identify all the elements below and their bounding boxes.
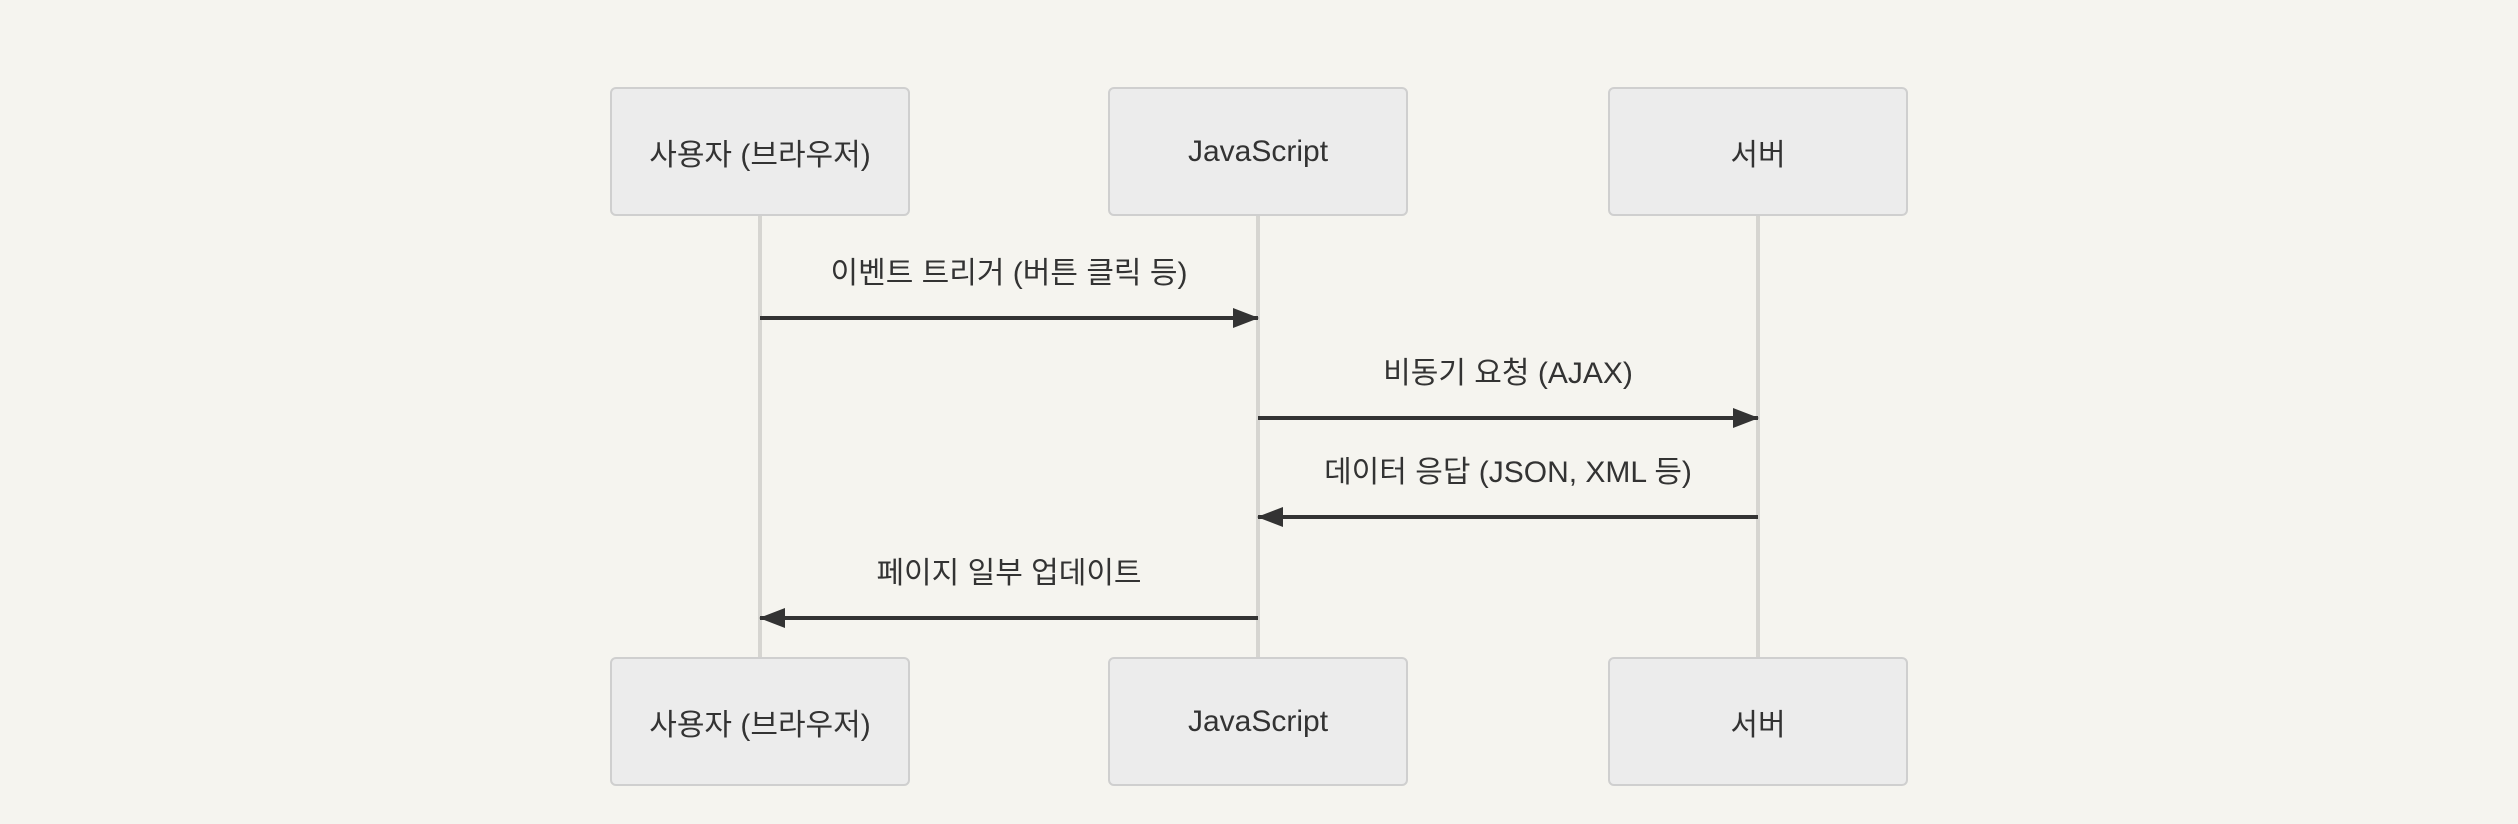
lifeline-user [758,215,762,658]
actor-box-javascript-bottom: JavaScript [1108,657,1408,786]
lifeline-javascript [1256,215,1260,658]
actor-label-user-bottom: 사용자 (브라우저) [649,708,871,742]
actor-label-javascript-top: JavaScript [1187,134,1329,168]
actor-label-javascript-bottom: JavaScript [1187,704,1329,738]
message-data-response: 데이터 응답 (JSON, XML 등) [1257,447,1758,527]
actor-label-server-top: 서버 [1730,138,1786,172]
message-label: 이벤트 트리거 (버튼 클릭 등) [830,257,1188,290]
actor-box-user-top: 사용자 (브라우저) [610,87,910,216]
arrowhead-right-icon [1733,408,1759,428]
arrowhead-left-icon [1257,507,1283,527]
message-event-trigger: 이벤트 트리거 (버튼 클릭 등) [760,248,1259,328]
arrowhead-left-icon [759,608,785,628]
actor-label-server-bottom: 서버 [1730,708,1786,742]
actor-box-javascript-top: JavaScript [1108,87,1408,216]
lifeline-server [1756,215,1760,658]
message-label: 비동기 요청 (AJAX) [1383,357,1633,390]
arrowhead-right-icon [1233,308,1259,328]
message-line [1258,416,1758,420]
message-label: 데이터 응답 (JSON, XML 등) [1324,456,1692,489]
actor-box-server-top: 서버 [1608,87,1908,216]
message-label: 페이지 일부 업데이트 [876,557,1142,590]
actor-box-server-bottom: 서버 [1608,657,1908,786]
message-ajax-request: 비동기 요청 (AJAX) [1258,348,1759,428]
actor-label-user-top: 사용자 (브라우저) [649,138,871,172]
message-line [760,616,1258,620]
message-line [1258,515,1758,519]
actor-box-user-bottom: 사용자 (브라우저) [610,657,910,786]
message-line [760,316,1258,320]
message-page-update: 페이지 일부 업데이트 [759,548,1258,628]
